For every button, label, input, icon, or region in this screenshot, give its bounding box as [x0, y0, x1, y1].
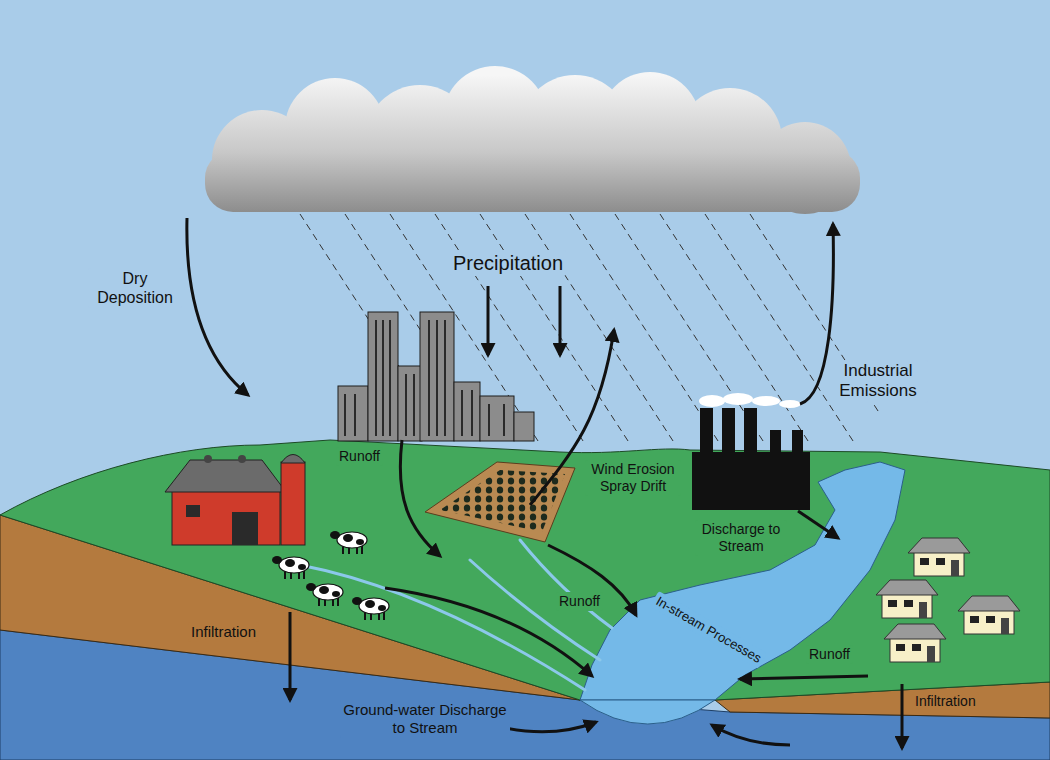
smokestack: [744, 408, 757, 454]
building: [338, 386, 368, 441]
rain-line: [525, 214, 675, 444]
infiltration-arrow: [901, 684, 904, 748]
process-label: Wind Erosion Spray Drift: [585, 460, 681, 496]
tributary: [300, 565, 585, 690]
window-strip: [413, 374, 415, 436]
window-strip: [375, 320, 377, 436]
process-label: Precipitation: [450, 250, 566, 276]
barn-window: [186, 505, 200, 517]
barn-roof: [165, 460, 286, 492]
rain-line: [615, 214, 765, 444]
smokestack: [700, 408, 713, 454]
smoke-puff: [699, 395, 725, 407]
window-strip: [436, 320, 438, 436]
precipitation-arrow: [487, 286, 490, 355]
process-arrows: [187, 218, 902, 748]
rain-line: [435, 214, 585, 444]
cloud-puff: [759, 122, 851, 214]
precipitation-arrow: [559, 286, 562, 355]
house: [884, 624, 946, 662]
process-label: Discharge to Stream: [695, 520, 787, 556]
window-strip: [354, 394, 356, 436]
city: [338, 312, 534, 441]
building: [454, 382, 480, 441]
crop-rows: [440, 470, 565, 532]
house: [908, 538, 970, 576]
tower: [420, 312, 454, 441]
process-label: Runoff: [556, 592, 603, 611]
smokestack: [792, 430, 803, 454]
stream-bed: [580, 700, 715, 724]
window-strip: [389, 320, 391, 436]
smoke-puff: [723, 393, 753, 405]
land-surface: [0, 440, 1050, 700]
building: [514, 412, 534, 441]
process-label: Infiltration: [188, 622, 259, 642]
building: [398, 366, 422, 441]
cow: [272, 556, 309, 579]
discharge-arrow: [798, 511, 838, 538]
rain-line: [480, 214, 630, 444]
barn-door: [232, 512, 258, 545]
runoff-arrow: [740, 676, 868, 679]
building-windows: [345, 320, 504, 436]
groundwater-arrow: [505, 722, 596, 732]
window-strip: [382, 320, 384, 436]
silo: [281, 462, 305, 545]
cow: [330, 531, 367, 554]
process-label: Infiltration: [912, 692, 979, 711]
process-label: Industrial Emissions: [828, 360, 928, 403]
infiltration-arrow: [289, 612, 292, 700]
runoff-arrow: [400, 440, 440, 556]
window-strip: [344, 394, 346, 436]
smoke-puff: [779, 400, 801, 408]
smokestack: [770, 430, 781, 454]
process-label: Runoff: [806, 645, 853, 664]
process-label: Runoff: [336, 447, 383, 466]
process-label: Ground-water Discharge to Stream: [340, 700, 510, 738]
roof-vent: [238, 455, 246, 463]
building: [480, 396, 514, 441]
barn-wall: [172, 487, 280, 545]
window-strip: [503, 404, 505, 436]
house: [958, 596, 1020, 634]
cow: [352, 597, 389, 620]
window-strip: [428, 320, 430, 436]
silo-dome: [281, 455, 305, 464]
window-strip: [471, 390, 473, 436]
rain-line: [390, 214, 540, 444]
window-strip: [405, 374, 407, 436]
factory-building: [692, 452, 810, 510]
tower: [368, 312, 398, 441]
house: [876, 580, 938, 618]
cloud: [205, 66, 860, 214]
rain-lines: [300, 214, 880, 444]
groundwater-arrow: [712, 725, 790, 745]
deposition-arrow: [187, 218, 248, 395]
process-label: In-stream Processes: [649, 591, 766, 669]
smoke: [699, 393, 801, 408]
roof-vent: [204, 455, 212, 463]
factory: [692, 408, 810, 510]
smoke-puff: [752, 396, 780, 406]
window-strip: [461, 390, 463, 436]
barn: [165, 455, 305, 546]
cow: [306, 583, 343, 606]
window-strip: [444, 320, 446, 436]
smokestack: [722, 408, 735, 454]
tributaries: [300, 540, 612, 690]
crop-field: [425, 462, 575, 542]
process-label: Dry Deposition: [88, 268, 182, 308]
window-strip: [488, 404, 490, 436]
runoff-arrow: [548, 545, 636, 615]
